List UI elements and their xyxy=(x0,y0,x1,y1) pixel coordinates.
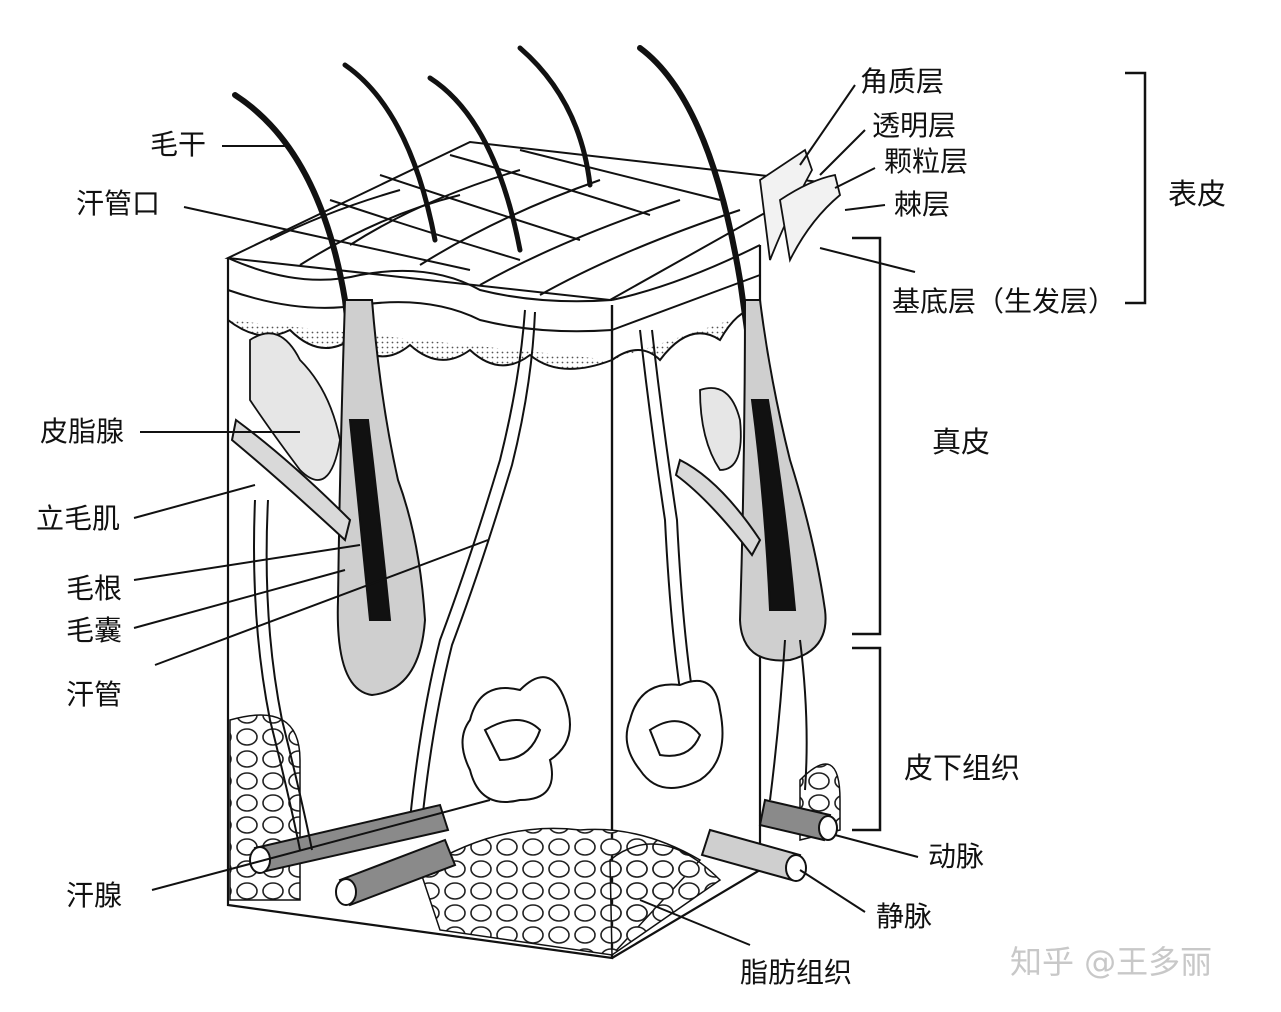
label-stratum-corneum: 角质层 xyxy=(860,68,944,96)
label-hypodermis: 皮下组织 xyxy=(904,754,1020,783)
pointer-stratum-lucidum xyxy=(820,130,865,175)
pointer-stratum-spinosum xyxy=(845,205,885,210)
watermark: 知乎 @王多丽 xyxy=(1010,946,1212,978)
brackets xyxy=(852,73,1145,830)
label-epidermis: 表皮 xyxy=(1168,180,1226,209)
label-stratum-lucidum: 透明层 xyxy=(872,112,956,140)
label-sweat-gland: 汗腺 xyxy=(66,882,122,910)
label-adipose: 脂肪组织 xyxy=(740,959,852,987)
bracket-hypodermis xyxy=(852,648,880,830)
pointer-artery xyxy=(835,835,918,857)
label-stratum-spinosum: 棘层 xyxy=(894,191,950,219)
label-sweat-duct: 汗管 xyxy=(66,681,122,709)
bracket-dermis xyxy=(852,238,880,634)
pointer-stratum-granulosum xyxy=(835,168,875,188)
label-pore: 汗管口 xyxy=(76,190,160,218)
pointer-arrector-pili xyxy=(134,485,255,518)
label-stratum-granulosum: 颗粒层 xyxy=(884,148,968,176)
pointer-vein xyxy=(800,870,865,912)
label-hair-root: 毛根 xyxy=(66,575,122,603)
pointer-stratum-corneum xyxy=(800,85,855,165)
pointer-hair-follicle xyxy=(134,570,345,628)
label-vein: 静脉 xyxy=(876,903,932,931)
bracket-epidermis xyxy=(1125,73,1145,303)
label-artery: 动脉 xyxy=(928,843,984,871)
label-dermis: 真皮 xyxy=(932,428,990,457)
label-hair-shaft: 毛干 xyxy=(150,131,206,159)
label-stratum-basale: 基底层（生发层） xyxy=(892,288,1116,316)
hairs xyxy=(235,48,785,600)
pointer-stratum-basale xyxy=(820,248,915,272)
label-arrector-pili: 立毛肌 xyxy=(36,505,120,533)
label-hair-follicle: 毛囊 xyxy=(66,617,122,645)
sweat-gland-coils xyxy=(463,677,723,802)
label-sebaceous-gland: 皮脂腺 xyxy=(40,418,124,446)
